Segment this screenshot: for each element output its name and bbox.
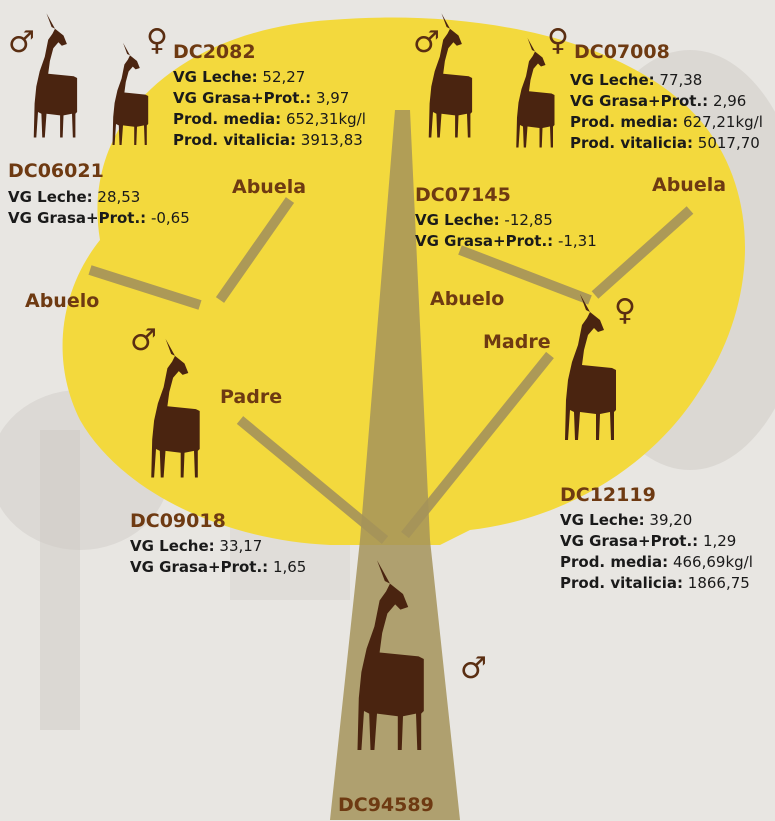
stats-dc12119: VG Leche: 39,20 VG Grasa+Prot.: 1,29 Pro… [560,510,753,594]
node-code-dc07008: DC07008 [574,43,670,62]
label-vg-grasa: VG Grasa+Prot.: [560,532,698,550]
male-symbol-icon: ♂ [8,28,35,58]
label-vg-grasa: VG Grasa+Prot.: [570,92,708,110]
female-symbol-icon: ♀ [547,26,569,56]
relation-abuelo-right: Abuelo [430,290,504,309]
relation-abuelo-left: Abuelo [25,292,99,311]
label-prod-vitalicia: Prod. vitalicia: [560,574,683,592]
relation-abuela-right: Abuela [652,176,726,195]
value-prod-media: 627,21kg/l [683,113,763,131]
node-code-dc06021: DC06021 [8,162,104,181]
node-code-dc94589: DC94589 [338,796,434,815]
stats-dc06021: VG Leche: 28,53 VG Grasa+Prot.: -0,65 [8,187,190,229]
value-vg-grasa: 1,29 [703,532,736,550]
label-prod-media: Prod. media: [173,110,281,128]
stats-dc07008: VG Leche: 77,38 VG Grasa+Prot.: 2,96 Pro… [570,70,763,154]
node-code-dc2082: DC2082 [173,43,256,62]
female-symbol-icon: ♀ [146,26,168,56]
label-vg-leche: VG Leche: [570,71,655,89]
value-prod-vitalicia: 1866,75 [688,574,750,592]
male-symbol-icon: ♂ [460,654,487,684]
node-code-dc12119: DC12119 [560,486,656,505]
value-vg-grasa: 1,65 [273,558,306,576]
value-vg-leche: -12,85 [504,211,552,229]
relation-padre: Padre [220,388,282,407]
label-vg-leche: VG Leche: [560,511,645,529]
label-vg-grasa: VG Grasa+Prot.: [8,209,146,227]
label-vg-leche: VG Leche: [130,537,215,555]
stats-dc09018: VG Leche: 33,17 VG Grasa+Prot.: 1,65 [130,536,306,578]
value-vg-leche: 77,38 [659,71,702,89]
label-vg-grasa: VG Grasa+Prot.: [130,558,268,576]
value-vg-grasa: 3,97 [316,89,349,107]
relation-madre: Madre [483,333,551,352]
value-vg-grasa: 2,96 [713,92,746,110]
label-prod-media: Prod. media: [560,553,668,571]
label-prod-vitalicia: Prod. vitalicia: [173,131,296,149]
label-prod-vitalicia: Prod. vitalicia: [570,134,693,152]
background-trunk [40,430,80,730]
stats-dc2082: VG Leche: 52,27 VG Grasa+Prot.: 3,97 Pro… [173,67,366,151]
value-vg-leche: 52,27 [262,68,305,86]
value-prod-media: 652,31kg/l [286,110,366,128]
label-vg-grasa: VG Grasa+Prot.: [173,89,311,107]
label-vg-grasa: VG Grasa+Prot.: [415,232,553,250]
value-vg-grasa: -1,31 [558,232,597,250]
male-symbol-icon: ♂ [130,326,157,356]
node-code-dc07145: DC07145 [415,186,511,205]
node-code-dc09018: DC09018 [130,512,226,531]
label-vg-leche: VG Leche: [415,211,500,229]
label-prod-media: Prod. media: [570,113,678,131]
value-vg-leche: 28,53 [97,188,140,206]
value-prod-media: 466,69kg/l [673,553,753,571]
label-vg-leche: VG Leche: [173,68,258,86]
value-prod-vitalicia: 5017,70 [698,134,760,152]
stats-dc07145: VG Leche: -12,85 VG Grasa+Prot.: -1,31 [415,210,597,252]
male-symbol-icon: ♂ [413,28,440,58]
value-vg-leche: 39,20 [649,511,692,529]
value-prod-vitalicia: 3913,83 [301,131,363,149]
label-vg-leche: VG Leche: [8,188,93,206]
relation-abuela-left: Abuela [232,178,306,197]
female-symbol-icon: ♀ [614,296,636,326]
value-vg-leche: 33,17 [219,537,262,555]
value-vg-grasa: -0,65 [151,209,190,227]
